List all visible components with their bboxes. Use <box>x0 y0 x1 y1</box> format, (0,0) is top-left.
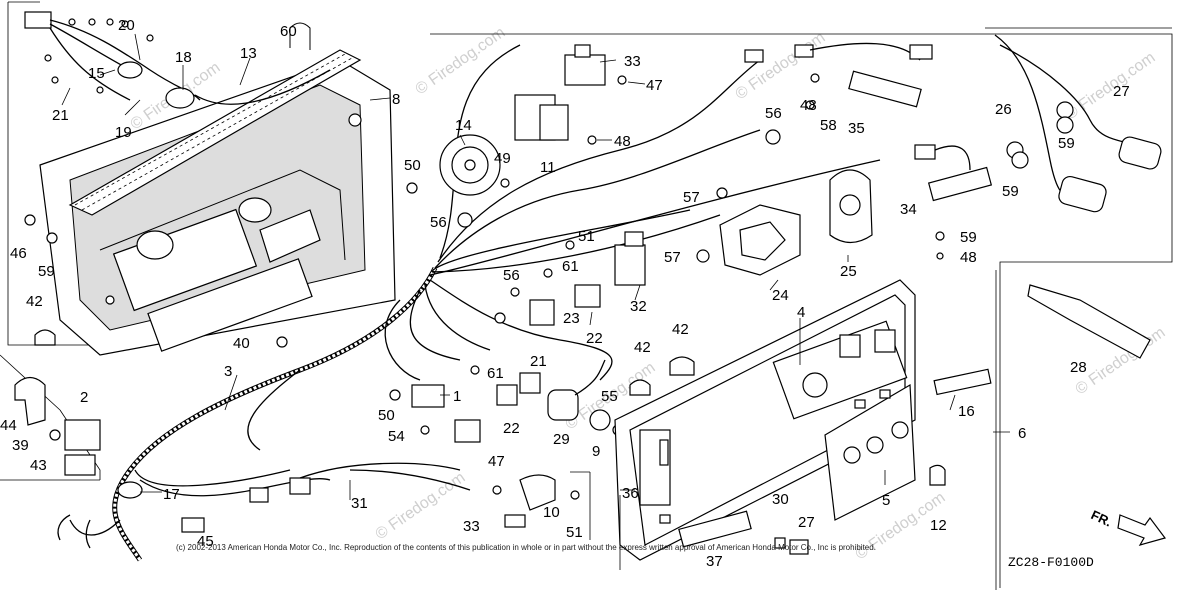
callout-45: 45 <box>197 533 214 550</box>
callout-50: 50 <box>404 157 421 174</box>
callout-54: 56 <box>503 267 520 284</box>
far-right-components <box>994 34 1162 359</box>
front-arrow-label: FR. <box>1089 507 1114 529</box>
callout-23: 22 <box>586 330 603 347</box>
callout-17: 17 <box>163 486 180 503</box>
callout-52: 54 <box>388 428 405 445</box>
callout-16: 16 <box>958 403 975 420</box>
copyright-notice: (c) 2002-2013 American Honda Motor Co., … <box>176 543 876 552</box>
callout-31: 30 <box>772 491 789 508</box>
watermark-text: © Firedog.com <box>733 29 829 103</box>
control-box-housing <box>39 59 396 356</box>
callout-11: 11 <box>540 159 556 176</box>
callout-36: 34 <box>900 201 917 218</box>
callout-58: 59 <box>38 263 55 280</box>
callout-15: 15 <box>88 65 105 82</box>
watermark-text: © Firedog.com <box>1063 49 1159 123</box>
callout-14: 14 <box>455 117 472 134</box>
callout-1: 1 <box>453 388 461 405</box>
callout-46: 46 <box>10 245 27 262</box>
callout-38: 36 <box>622 485 639 502</box>
diagram-code: ZC28-F0100D <box>1008 555 1094 570</box>
callout-43: 43 <box>30 457 47 474</box>
callout-40: 39 <box>12 437 29 454</box>
callout-34: 33 <box>463 518 480 535</box>
callout-29: 27 <box>798 514 815 531</box>
callout-49: 50 <box>378 407 395 424</box>
callout-57: 58 <box>820 117 837 134</box>
callout-47: 47 <box>488 453 505 470</box>
callout-51: 51 <box>566 524 583 541</box>
sub-harness-topleft <box>24 11 331 109</box>
callout-2: 2 <box>80 389 88 406</box>
callout-42: 42 <box>26 293 43 310</box>
callout-22: 21 <box>530 353 547 370</box>
callout-12: 12 <box>930 517 947 534</box>
callout-61: 61 <box>562 258 579 275</box>
callout-32: 31 <box>351 495 368 512</box>
callout-61: 61 <box>487 365 504 382</box>
callout-41: 40 <box>233 335 250 352</box>
callout-19: 19 <box>115 124 132 141</box>
callout-27: 26 <box>995 101 1012 118</box>
callout-26: 25 <box>840 263 857 280</box>
callout-4: 4 <box>797 304 805 321</box>
callout-57: 59 <box>960 229 977 246</box>
callout-24: 23 <box>563 310 580 327</box>
callout-28: 28 <box>1070 359 1087 376</box>
leader-lines <box>61 33 1010 590</box>
upper-components <box>406 44 627 228</box>
callout-22: 22 <box>503 420 520 437</box>
callout-55: 56 <box>430 214 447 231</box>
callout-3: 3 <box>224 363 232 380</box>
callout-35: 33 <box>624 53 641 70</box>
middle-components <box>389 231 695 500</box>
callout-13: 13 <box>240 45 257 62</box>
callout-9: 9 <box>592 443 600 460</box>
callout-48: 48 <box>800 97 817 114</box>
callout-27: 27 <box>1113 83 1130 100</box>
lower-left-components <box>14 214 556 549</box>
callout-48: 48 <box>614 133 631 150</box>
callout-51: 51 <box>578 228 595 245</box>
callout-49: 49 <box>494 150 511 167</box>
callout-18: 18 <box>175 49 192 66</box>
callout-30: 29 <box>553 431 570 448</box>
main-wire-harness <box>69 44 881 562</box>
callout-53: 55 <box>601 388 618 405</box>
right-components <box>696 42 993 276</box>
callout-8: 8 <box>392 91 400 108</box>
clip-60 <box>289 22 311 50</box>
callout-48: 48 <box>960 249 977 266</box>
front-direction-arrow: FR. <box>1089 507 1167 546</box>
callout-6: 6 <box>1018 425 1026 442</box>
callout-59: 59 <box>1002 183 1019 200</box>
callout-42: 42 <box>672 321 689 338</box>
front-panel <box>614 279 992 561</box>
callout-59: 59 <box>1058 135 1075 152</box>
callout-20: 20 <box>118 17 135 34</box>
callout-44: 44 <box>0 417 17 434</box>
callout-42: 42 <box>634 339 651 356</box>
watermark-text: © Firedog.com <box>373 469 469 543</box>
callout-56: 57 <box>683 189 700 206</box>
callout-25: 24 <box>772 287 789 304</box>
callout-21: 21 <box>52 107 69 124</box>
callout-10: 10 <box>543 504 560 521</box>
callout-39: 37 <box>706 553 723 570</box>
callout-60: 60 <box>280 23 297 40</box>
callout-37: 35 <box>848 120 865 137</box>
callout-56: 57 <box>664 249 681 266</box>
callout-33: 32 <box>630 298 647 315</box>
callout-47: 47 <box>646 77 663 94</box>
watermark-text: © Firedog.com <box>413 24 509 98</box>
callout-5: 5 <box>882 492 890 509</box>
callout-56: 56 <box>765 105 782 122</box>
callout-labels: 20 18 15 13 60 21 19 8 14 50 49 11 56 33… <box>0 17 1130 570</box>
